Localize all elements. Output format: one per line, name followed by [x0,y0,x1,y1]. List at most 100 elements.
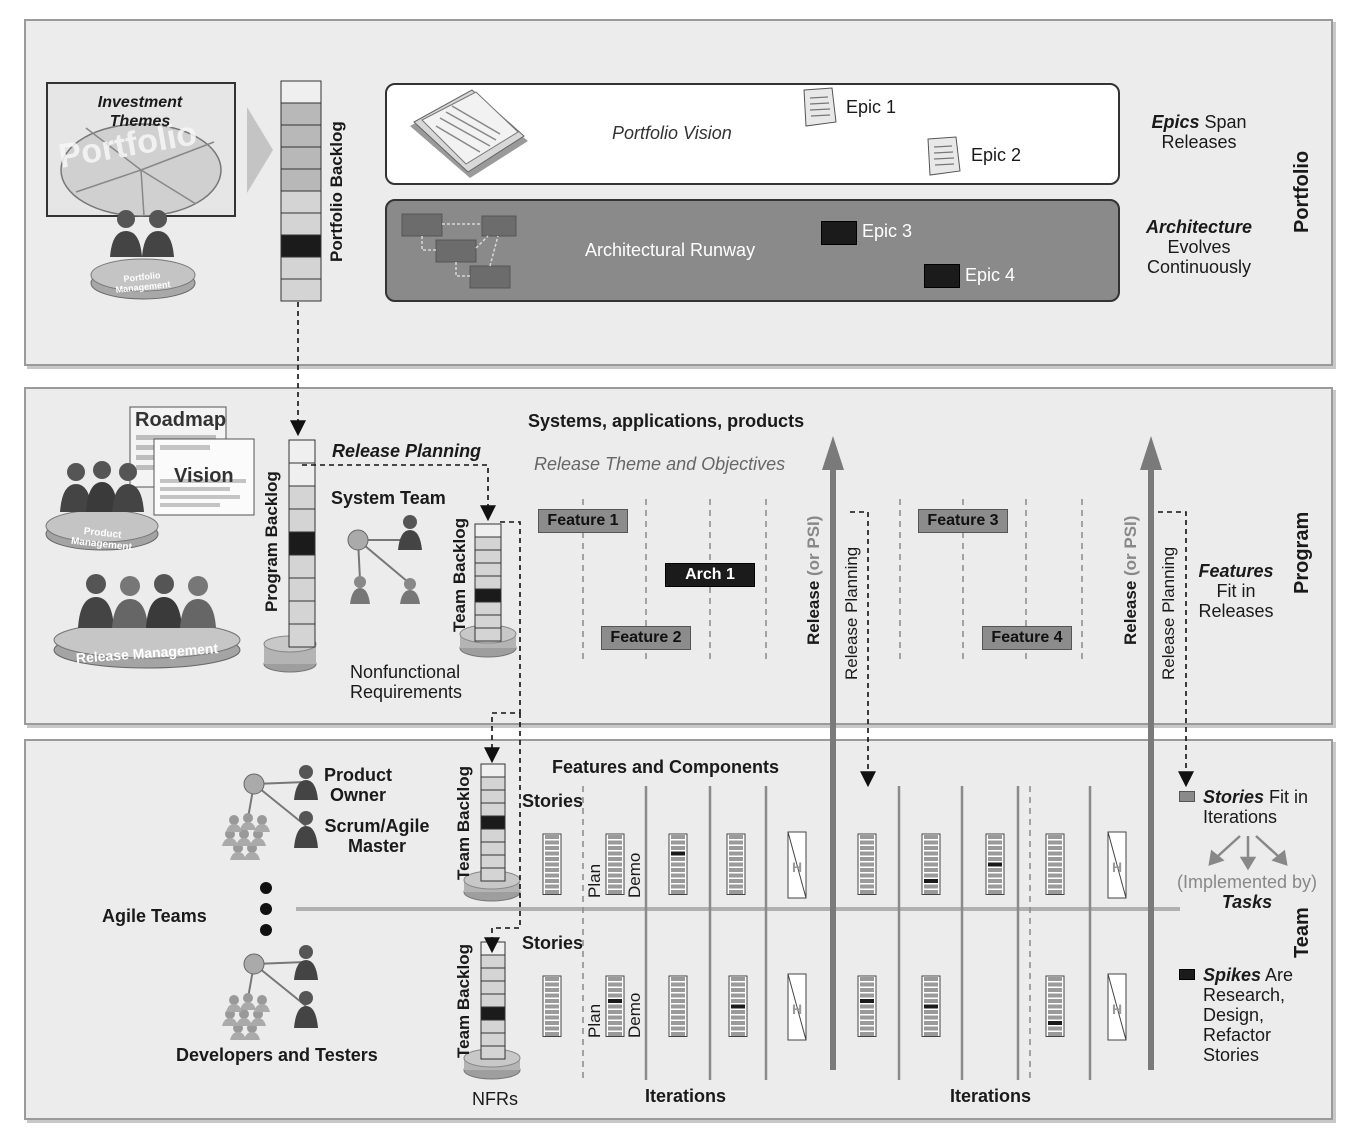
story-stack-bottom-5 [857,975,877,1037]
chevron-right-icon [247,107,273,193]
story-bar [988,868,1002,872]
story-bar [729,857,743,861]
story-bar [860,835,874,839]
story-bar [1048,1032,1062,1036]
epic1-label: Epic 1 [846,97,897,117]
hardening-diagonal [1107,831,1127,899]
story-stack-top-1 [542,833,562,895]
portfolio-vision-label: Portfolio Vision [612,123,732,143]
story-bar [924,835,938,839]
story-bar [671,1015,685,1020]
story-bar [729,868,743,872]
story-bar [671,857,685,861]
story-bar [924,1010,938,1014]
story-bar [731,982,745,987]
story-bar [729,890,743,894]
stories-rest1: Fit in [1264,787,1309,807]
story-bar [545,1010,559,1014]
release-psi-left-paren: (or PSI) [804,515,823,576]
roadmap-vision-documents-icon [129,406,255,516]
feature1-box: Feature 1 [538,509,628,533]
story-bar [671,1032,685,1036]
hardening-letter: H [792,1001,802,1017]
story-bar [988,884,1002,889]
story-bar [924,840,938,845]
agile-teams-label: Agile Teams [102,906,207,926]
story-bar [729,862,743,867]
story-bar [1048,1010,1062,1014]
story-bar [608,1015,622,1020]
story-bar [608,868,622,872]
story-bar [860,868,874,872]
story-bar [729,851,743,856]
stories-bottom-label: Stories [522,933,584,953]
feature4-box: Feature 4 [982,626,1072,650]
story-bar [545,868,559,872]
story-bar [545,851,559,856]
hardening-diagonal [787,973,807,1041]
hardening-letter: H [792,859,802,875]
features-components-label: Features and Components [552,757,780,777]
story-bar [671,982,685,987]
tasks-label: Tasks [1221,892,1273,912]
story-bar [671,999,685,1003]
story-bar [1048,988,1062,992]
architecture-blocks-icon [401,213,517,289]
story-legend-swatch [1179,791,1195,802]
story-bar [860,1010,874,1014]
story-bar [731,988,745,992]
epics-span-releases-note: Epics Span Releases [1136,112,1262,152]
story-bar [608,982,622,987]
story-bar [1048,873,1062,878]
nonfunctional-line2: Requirements [350,682,463,702]
story-bar [1048,857,1062,861]
investment-themes-board [46,82,236,217]
branch-arrows-icon [1208,835,1288,871]
plan-bottom-label: Plan [585,1003,604,1038]
hardening-bottom-1: H [787,973,807,1041]
story-bar [608,840,622,845]
story-stack-bottom-6 [921,975,941,1037]
story-bar [860,862,874,867]
story-bar [860,1026,874,1031]
story-bar [860,1021,874,1025]
story-bar [924,1021,938,1025]
story-stack-top-6 [921,833,941,895]
stories-fit-iterations-note: Stories Fit in Iterations [1203,787,1308,827]
agile-team-top-icon [222,765,318,860]
hardening-letter: H [1112,859,1122,875]
spike-bar [860,999,874,1003]
portfolio-panel [24,19,1333,366]
story-bar [671,862,685,867]
story-bar [860,977,874,981]
story-bar [545,857,559,861]
story-bar [924,999,938,1003]
demo-top-label: Demo [625,852,644,898]
story-bar [860,1004,874,1009]
story-bar [1048,890,1062,894]
story-bar [731,1021,745,1025]
story-bar [608,1004,622,1009]
story-bar [608,1026,622,1031]
spikes-rest5: Stories [1203,1045,1260,1065]
story-bar [608,846,622,850]
story-bar [988,835,1002,839]
release-psi-left-label: Release (or PSI) [804,515,823,645]
investment-themes-label: Investment Themes [97,94,183,130]
epic4-label: Epic 4 [965,265,1016,285]
story-bar [1048,840,1062,845]
story-bar [860,857,874,861]
story-stack-top-2 [605,833,625,895]
stories-top-label: Stories [522,791,584,811]
story-bar [545,884,559,889]
product-owner-line1: Product [323,765,392,785]
story-bar [924,988,938,992]
plan-top-label: Plan [585,863,604,898]
story-bar [608,873,622,878]
story-bar [924,884,938,889]
spikes-rest2: Research, [1203,985,1286,1005]
portfolio-management-people-icon [90,210,196,300]
story-bar [729,884,743,889]
story-bar [545,890,559,894]
